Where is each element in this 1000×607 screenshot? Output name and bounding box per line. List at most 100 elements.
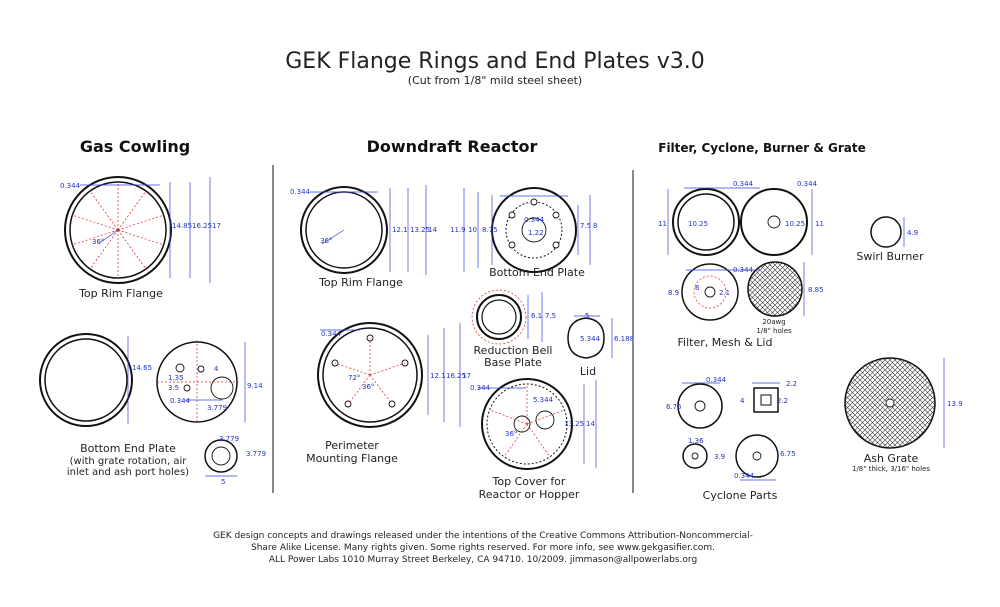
dim-label: 5 [585,312,589,320]
dim-label: 13.25 [564,420,584,428]
gc-bottom-note-line2: inlet and ash port holes) [67,467,189,478]
dim-label: 12.1 [392,226,408,234]
dim-label: 8 [593,222,597,230]
dim-label: 0.344 [60,182,81,190]
gc-bottom-end-label: Bottom End Plate [80,442,176,455]
dr-reduction-bell-part [471,289,543,345]
dim-label: 3.779 [207,404,227,412]
dim-label: 9.14 [247,382,263,390]
dr-perimeter-label1: Perimeter [325,439,379,452]
dim-label: 8.75 [482,226,498,234]
dim-label: 0.344 [321,330,342,338]
dim-label: 14.85 [172,222,192,230]
dim-label: 6.1 [531,312,542,320]
dim-label: 11 [658,220,667,228]
dr-top-rim-label: Top Rim Flange [318,276,403,289]
fc-ash-grate-part [844,357,945,449]
dim-label: 0.344 [734,472,755,480]
dr-topcover-label1: Top Cover for [492,475,566,488]
dim-label: 12.1 [430,372,446,380]
dr-bottom-end-label: Bottom End Plate [489,266,585,279]
fc-cyclone-label: Cyclone Parts [703,489,778,502]
dim-label: 2.2 [777,397,788,405]
fc-filter-rings-part [667,187,813,256]
dim-label: 5 [221,478,225,486]
dim-label: 10.25 [785,220,805,228]
gc-bottom-note-line1: (with grate rotation, air [70,456,188,467]
dim-label: 5.344 [533,396,554,404]
footer-line1: GEK design concepts and drawings release… [213,531,753,541]
page-subtitle: (Cut from 1/8" mild steel sheet) [408,74,582,87]
dim-label: 10.25 [688,220,708,228]
dr-bottom-end-plate-part [463,187,591,273]
dim-label: 3.779 [246,450,266,458]
dim-label: 0.344 [170,397,191,405]
dim-label: 17 [462,372,471,380]
dim-label: 6.75 [666,403,682,411]
dim-label: 4 [740,397,745,405]
dim-label: 0.344 [470,384,491,392]
section-title-filter-group: Filter, Cyclone, Burner & Grate [658,141,865,155]
dim-label: 4.9 [907,229,918,237]
footer-line3: ALL Power Labs 1010 Murray Street Berkel… [269,555,697,565]
fc-swirl-label: Swirl Burner [856,250,924,263]
dr-lid-label: Lid [580,365,596,378]
dr-reduction-label2: Base Plate [484,356,542,369]
dim-label: 3.779 [219,435,239,443]
dim-label: 13.9 [947,400,963,408]
dim-label: 1.35 [168,374,184,382]
dim-label: 36° [362,383,374,391]
dim-label: 0.344 [733,266,754,274]
dim-label: 72° [348,374,360,382]
dim-label: 7.5 [545,312,556,320]
dim-label: 0.344 [706,376,727,384]
dim-label: 7.5 [580,222,591,230]
dim-label: 6.188 [614,335,634,343]
dim-label: 3.5 [168,384,179,392]
dr-topcover-label2: Reactor or Hopper [479,488,580,501]
dim-label: 0.344 [733,180,754,188]
dim-label: 36° [320,237,332,245]
fc-ash-label: Ash Grate [864,452,919,465]
dim-label: 36° [505,430,517,438]
dim-label: 17 [212,222,221,230]
section-title-downdraft-reactor: Downdraft Reactor [367,137,538,156]
fc-filter-mesh-lid-part [681,261,805,321]
fc-cyclone-parts [677,382,780,481]
fc-filter-label: Filter, Mesh & Lid [678,336,773,349]
dim-label: 4 [214,365,219,373]
dim-label: 11 [815,220,824,228]
dim-label: 14.65 [132,364,152,372]
dim-label: 13.25 [410,226,430,234]
fc-mesh-label1: 20awg [762,318,785,326]
dim-label: 10 [468,226,477,234]
dim-label: 5.344 [580,335,601,343]
fc-mesh-label2: 1/8" holes [756,327,792,335]
dr-reduction-label1: Reduction Bell [474,344,553,357]
dr-lid-part [567,315,613,359]
fc-ash-note: 1/8" thick, 3/16" holes [852,465,930,473]
footer-line2: Share Alike License. Many rights given. … [251,543,715,553]
dim-label: 16.25 [192,222,212,230]
dim-label: 14 [586,420,595,428]
dr-perimeter-flange-part [317,322,461,428]
dr-top-rim-flange-part [300,185,427,275]
gc-top-rim-label: Top Rim Flange [78,287,163,300]
dim-label: 0.344 [290,188,311,196]
dim-label: 6 [695,284,700,292]
dim-label: 11.9 [450,226,466,234]
dr-top-cover-part [478,378,597,470]
dr-perimeter-label2: Mounting Flange [306,452,398,465]
dim-label: 0.344 [524,216,545,224]
page-title: GEK Flange Rings and End Plates v3.0 [285,49,704,74]
dim-label: 1.36 [688,437,704,445]
dim-label: 2.2 [786,380,797,388]
dim-label: 0.344 [797,180,818,188]
gc-bottom-end-plate-part [39,333,246,477]
gc-top-rim-flange-part [64,176,211,284]
dim-label: 6.75 [780,450,796,458]
dim-label: 14 [428,226,437,234]
fc-swirl-burner-part [870,216,905,248]
dim-label: 8.9 [668,289,679,297]
dim-label: 8.85 [808,286,824,294]
